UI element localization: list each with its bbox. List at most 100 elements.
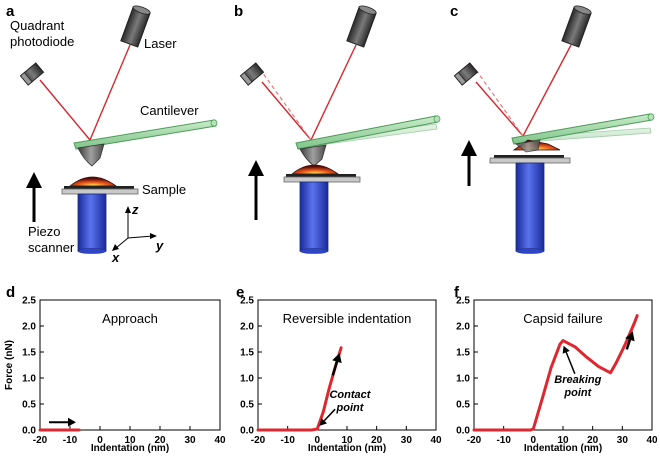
load-direction-arrow-icon-shaft [331, 361, 339, 376]
cantilever-icon [511, 113, 655, 145]
deflected-beam [261, 71, 312, 141]
contact-point-arrow-icon [319, 408, 336, 426]
y-tick-label: 1.5 [22, 348, 36, 359]
collapsed-sample-icon [489, 139, 571, 164]
y-tick-label: 1.0 [22, 374, 36, 385]
sample-label: Sample [142, 182, 186, 197]
tip-icon [299, 144, 327, 167]
x-tick-label: -20 [467, 435, 482, 446]
cantilever-label: Cantilever [140, 103, 199, 118]
photodiode-label-line1: Quadrant [10, 18, 65, 33]
approach-arrow-icon-head [68, 417, 76, 427]
y-tick-label: 2.0 [456, 322, 470, 333]
y-tick-label: 2.5 [456, 296, 470, 307]
deflected-beam [475, 69, 524, 137]
tip-icon [77, 143, 105, 167]
x-tick-label: 20 [371, 435, 383, 446]
y-tick-label: 0.0 [22, 426, 36, 437]
x-tick-label: -20 [251, 435, 266, 446]
laser-label: Laser [144, 36, 177, 51]
chart-title: Capsid failure [523, 311, 603, 326]
x-tick-label: -20 [33, 435, 48, 446]
contact-point-label-line1: Contact [329, 389, 371, 401]
panel-letter-b: b [234, 3, 243, 20]
y-tick-label: 2.0 [22, 322, 36, 333]
x-tick-label: 0 [531, 435, 537, 446]
y-tick-label: 0.0 [456, 426, 470, 437]
cantilever-icon [295, 115, 441, 150]
scanner-label-line2: scanner [28, 240, 75, 255]
y-tick-label: 2.5 [240, 296, 254, 307]
y-tick-label: 0.0 [240, 426, 254, 437]
y-tick-label: 0.5 [240, 400, 254, 411]
y-tick-label: 0.5 [456, 400, 470, 411]
panel-letter-a: a [6, 3, 15, 20]
load-direction-arrow-icon [625, 331, 635, 350]
x-axis-label: Indentation (nm) [308, 443, 386, 454]
x-tick-label: 10 [557, 435, 569, 446]
laser-device-icon [561, 5, 592, 48]
x-tick-label: -10 [496, 435, 511, 446]
force-curve-line [472, 314, 639, 432]
breaking-point-arrow-icon [562, 345, 576, 375]
laser-device-icon [346, 5, 377, 48]
x-tick-label: 40 [214, 435, 226, 446]
panel-b: b [234, 3, 441, 254]
panel-letter-e: e [236, 284, 244, 301]
chart-title: Approach [102, 311, 158, 326]
scanner-up-arrow-icon [461, 140, 477, 186]
x-tick-label: 30 [617, 435, 629, 446]
chart-f: -20 -10 0 10 20 30 40 0.0 0.5 1.0 1.5 2.0 2.5fCapsid… [454, 284, 658, 454]
photodiode-label-line2: photodiode [10, 34, 74, 49]
y-tick-label: 0.5 [22, 400, 36, 411]
x-tick-label: 40 [430, 435, 442, 446]
approach-arrow-icon [49, 417, 76, 427]
breaking-point-label-line1: Breaking [554, 374, 601, 386]
x-tick-label: 20 [154, 435, 166, 446]
x-tick-label: 30 [401, 435, 413, 446]
photodiode-icon [239, 62, 265, 86]
axis-x-label: x [111, 250, 120, 265]
photodiode-icon [453, 62, 479, 86]
contact-point-arrow-icon-head [319, 418, 328, 426]
contact-point-arrow-icon-shaft [323, 408, 336, 422]
scanner-up-arrow-icon [26, 172, 42, 222]
scanner-up-arrow-icon [248, 160, 264, 220]
scanner-label-line1: Piezo [28, 224, 61, 239]
piezo-scanner-icon [77, 193, 107, 254]
x-tick-label: 20 [587, 435, 599, 446]
laser-device-icon [120, 5, 151, 48]
x-tick-label: 0 [97, 435, 103, 446]
y-tick-label: 1.5 [456, 348, 470, 359]
axis-z-label: z [131, 202, 139, 217]
panel-letter-f: f [454, 284, 460, 301]
breaking-point-arrow-icon-head [562, 345, 570, 354]
breaking-point-label-line2: point [563, 387, 592, 399]
sample-icon [61, 176, 139, 195]
y-tick-label: 1.0 [240, 374, 254, 385]
piezo-scanner-icon [515, 162, 545, 254]
x-tick-label: 10 [341, 435, 353, 446]
breaking-point-arrow-icon-shaft [565, 351, 576, 375]
x-axis-label: Indentation (nm) [91, 443, 169, 454]
x-tick-label: -10 [280, 435, 295, 446]
piezo-scanner-icon [299, 181, 329, 254]
x-tick-label: 0 [315, 435, 321, 446]
axes-triad-icon [112, 206, 157, 251]
load-direction-arrow-icon-shaft [625, 339, 632, 350]
chart-title: Reversible indentation [283, 311, 412, 326]
panel-a: a Quadrant photodiode Laser Cantilever S… [6, 3, 218, 265]
force-curve-charts: -20 -10 0 10 20 30 40 0.0 0.5 1.0 1.5 2.0 2.5 dApproa… [4, 284, 658, 454]
y-tick-label: 1.0 [456, 374, 470, 385]
x-tick-label: 40 [646, 435, 658, 446]
load-direction-arrow-icon-head [332, 353, 342, 364]
panel-letter-c: c [450, 3, 458, 20]
panel-letter-d: d [6, 284, 15, 301]
x-axis-label: Indentation (nm) [524, 443, 602, 454]
y-axis-label: Force (nN) [4, 340, 15, 390]
load-direction-arrow-icon-head [625, 331, 635, 342]
x-tick-label: -10 [63, 435, 78, 446]
